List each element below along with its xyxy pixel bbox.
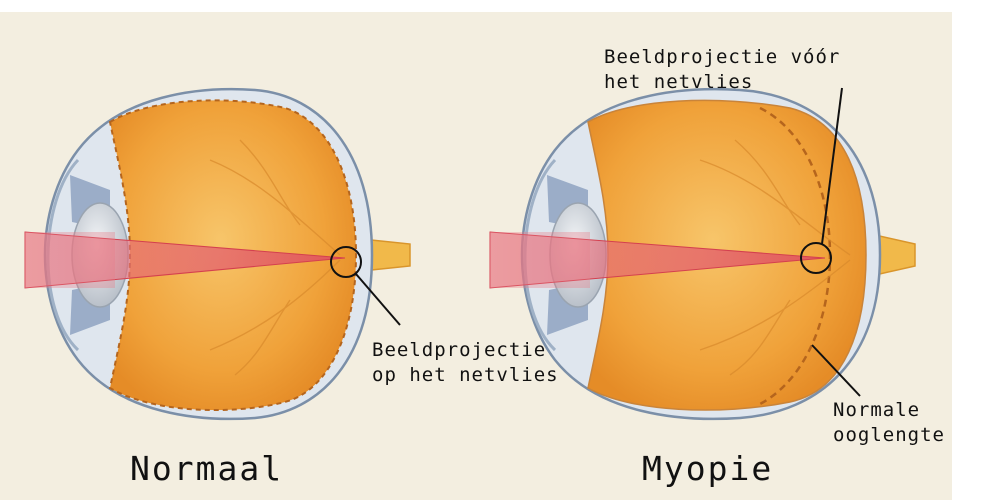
label-normal-eye-length: Normale ooglengte: [833, 398, 945, 447]
normal-eye: [25, 89, 410, 419]
caption-myopia: Myopie: [642, 448, 773, 491]
label-projection-before-retina: Beeldprojectie vóór het netvlies: [604, 45, 840, 94]
incoming-light-myopia: [490, 232, 590, 288]
caption-normal: Normaal: [130, 448, 283, 491]
label-projection-on-retina: Beeldprojectie op het netvlies: [372, 338, 559, 387]
incoming-light-normal: [25, 232, 115, 288]
